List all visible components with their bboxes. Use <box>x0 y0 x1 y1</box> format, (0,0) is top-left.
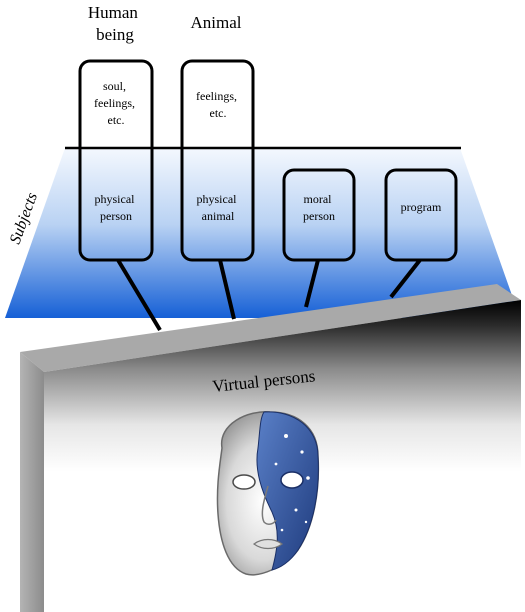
screen-top-bevel <box>20 284 521 372</box>
connector-program <box>389 258 422 299</box>
human-being-heading: Human being <box>88 3 142 44</box>
animal-upper-text: feelings, etc. <box>196 89 240 120</box>
moral-person-box: moral person <box>282 168 356 262</box>
human-being-box: soul, feelings, etc. physical person <box>78 59 154 262</box>
physical-person-text: physical person <box>95 192 138 223</box>
screen-left-side <box>20 352 44 612</box>
moral-person-text: moral person <box>303 192 335 223</box>
subjects-area <box>5 148 520 318</box>
physical-animal-text: physical animal <box>197 192 240 223</box>
connector-moral-person <box>304 259 320 308</box>
program-box: program <box>384 168 458 262</box>
program-text: program <box>401 200 442 214</box>
connector-physical-animal <box>218 259 236 320</box>
mask-icon <box>216 411 320 576</box>
animal-box: feelings, etc. physical animal <box>180 59 255 262</box>
human-upper-text: soul, feelings, etc. <box>94 79 138 127</box>
connector-physical-person <box>116 258 162 332</box>
animal-heading: Animal <box>191 13 242 32</box>
